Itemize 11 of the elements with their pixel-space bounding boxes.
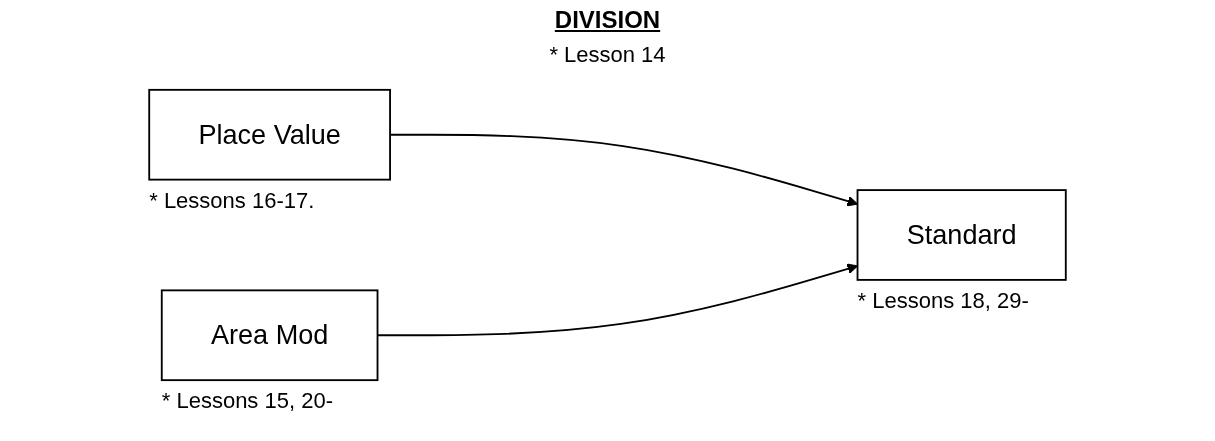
process-box bbox=[856, 189, 1067, 281]
note-text: * Lesson 14 bbox=[549, 42, 666, 67]
node-label: Area Mod bbox=[210, 318, 329, 353]
diagram-title: DIVISION bbox=[554, 6, 661, 33]
lesson-note: * Lessons 16-17. bbox=[149, 187, 315, 214]
lesson-note: * Lessons 15, 20- bbox=[161, 388, 333, 415]
process-box bbox=[148, 88, 391, 181]
node-label: Place Value bbox=[198, 118, 341, 153]
process-box bbox=[160, 289, 379, 382]
node-label: Standard bbox=[906, 218, 1017, 253]
lesson-note: * Lessons 18, 29- bbox=[857, 287, 1029, 314]
